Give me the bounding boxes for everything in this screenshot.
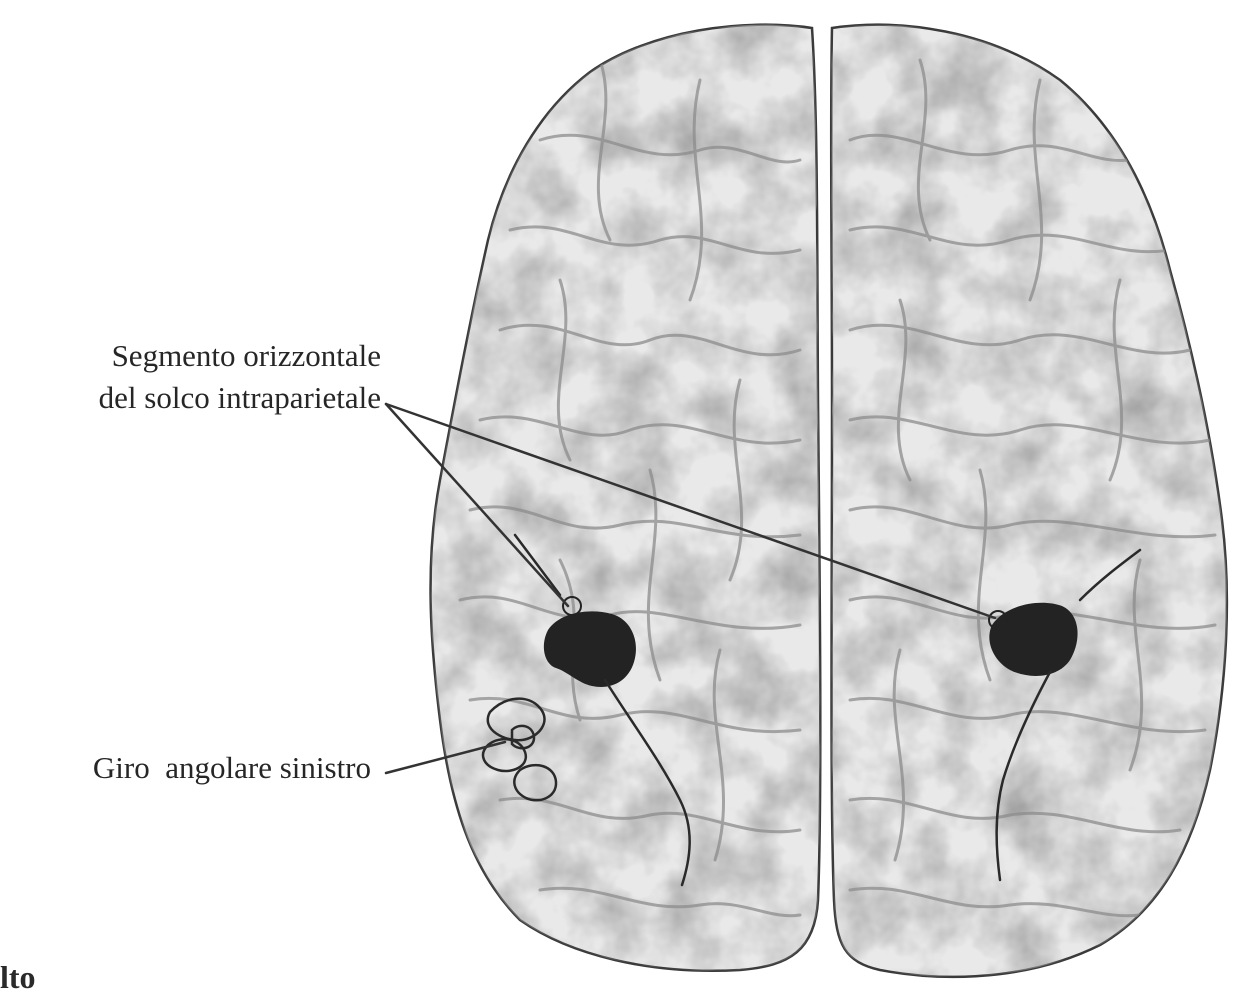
- right-hemisphere: [820, 10, 1240, 990]
- label-angular-gyrus: Giro angolare sinistro: [93, 749, 371, 787]
- label-intraparietal-line-1: Segmento orizzontale: [112, 337, 381, 375]
- corner-text-fragment: lto: [0, 958, 36, 996]
- label-intraparietal-line-2: del solco intraparietale: [99, 379, 381, 417]
- left-hemisphere: [420, 10, 840, 990]
